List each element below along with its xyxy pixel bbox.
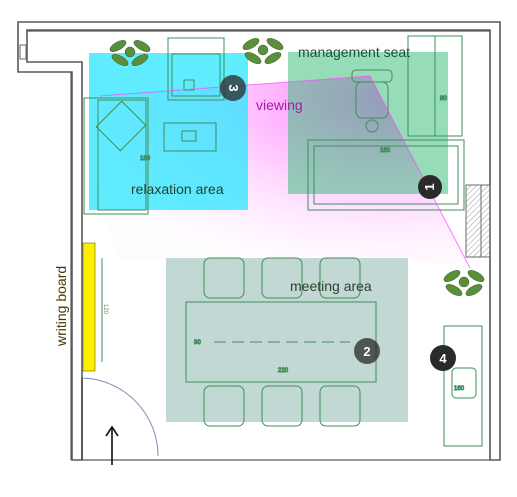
desk: 160 [307,139,465,211]
writing-board-label: writing board [53,266,69,347]
svg-text:160: 160 [380,148,391,154]
marker-4: 4 [430,345,456,371]
svg-text:180: 180 [140,156,151,162]
marker-3: 3 [220,75,246,101]
management-seat-zone [288,52,448,194]
plant-icon [443,270,485,296]
svg-text:80: 80 [440,96,447,102]
arrow-up-icon [105,425,119,465]
svg-text:4: 4 [439,351,447,366]
svg-text:90: 90 [194,340,201,346]
tv-cabinet: 160 [443,325,483,447]
plant-icon [109,40,151,66]
svg-text:160: 160 [454,386,465,392]
door-swing-icon [81,377,159,460]
svg-text:220: 220 [278,368,289,374]
viewing-label: viewing [256,97,303,113]
armchair [167,37,225,101]
side-cabinet: 80 [407,35,463,137]
walls [17,21,501,461]
coffee-table [163,122,217,152]
sofa: 180 [83,97,151,215]
svg-text:2: 2 [363,344,370,359]
svg-text:3: 3 [226,84,241,91]
marker-2: 2 [354,338,380,364]
svg-text:1: 1 [422,183,437,190]
plant-icon [242,38,284,64]
meeting-chairs [203,257,361,427]
writing-board [82,242,96,372]
relaxation-area-label: relaxation area [131,181,224,197]
office-chair [351,69,393,133]
marker-1: 1 [418,175,442,199]
svg-text:120: 120 [102,304,108,315]
meeting-area-label: meeting area [290,278,372,294]
management-seat-label: management seat [298,44,410,60]
